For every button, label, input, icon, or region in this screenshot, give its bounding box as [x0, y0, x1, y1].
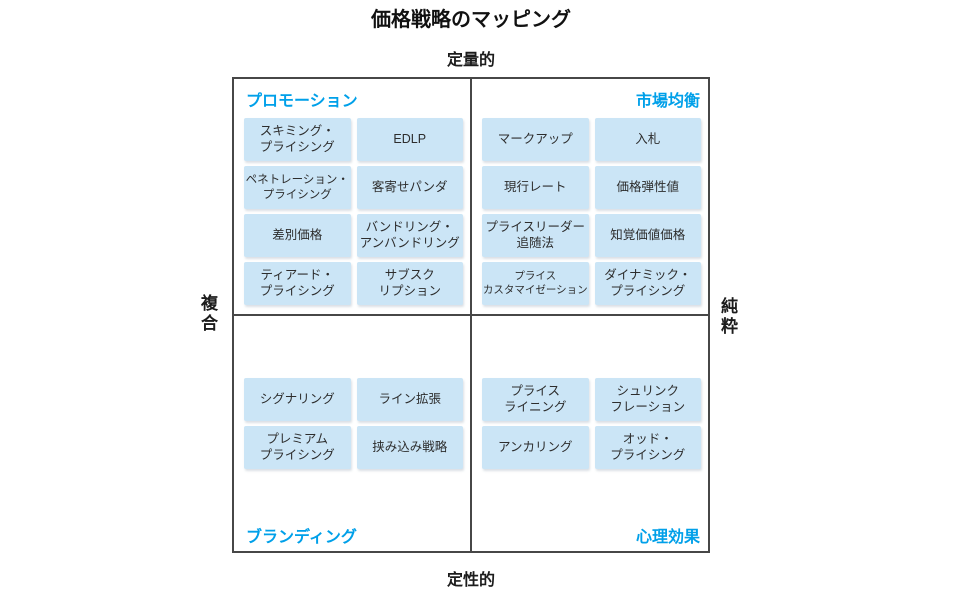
strategy-cell: ダイナミック・ プライシング	[594, 262, 701, 305]
strategy-cell: 知覚価値価格	[594, 214, 701, 257]
axis-label-bottom: 定性的	[446, 572, 495, 589]
quadrant-label-psychological-effect: 心理効果	[635, 529, 700, 546]
strategy-cell: サブスク リプション	[356, 262, 463, 305]
strategy-cell: プライスリーダー 追随法	[482, 214, 589, 257]
strategy-cell: アンカリング	[482, 426, 589, 469]
strategy-cell: オッド・ プライシング	[594, 426, 701, 469]
strategy-cell: 差別価格	[244, 214, 351, 257]
strategy-grid: プライス ライニング シュリンク フレーション アンカリング オッド・ プライシ…	[482, 378, 701, 469]
strategy-cell: ティアード・ プライシング	[244, 262, 351, 305]
axis-label-left: 複合	[198, 294, 217, 334]
strategy-cell: 現行レート	[482, 166, 589, 209]
strategy-cell: スキミング・ プライシング	[244, 118, 351, 161]
strategy-cell: 価格弾性値	[594, 166, 701, 209]
diagram-title: 価格戦略のマッピング	[371, 9, 571, 31]
strategy-cell: プライス カスタマイゼーション	[482, 262, 589, 305]
strategy-grid: シグナリング ライン拡張 プレミアム プライシング 挟み込み戦略	[244, 378, 463, 469]
strategy-cell: プライス ライニング	[482, 378, 589, 421]
strategy-grid: スキミング・ プライシング EDLP ペネトレーション・ プライシング 客寄せパ…	[244, 118, 463, 305]
strategy-cell: 入札	[594, 118, 701, 161]
quadrant-market-equilibrium: 市場均衡 マークアップ 入札 現行レート 価格弾性値 プライスリーダー 追随法 …	[471, 79, 708, 315]
strategy-cell: シグナリング	[244, 378, 351, 421]
strategy-cell: プレミアム プライシング	[244, 426, 351, 469]
strategy-grid: マークアップ 入札 現行レート 価格弾性値 プライスリーダー 追随法 知覚価値価…	[482, 118, 701, 305]
quadrant-psychological-effect: 心理効果 プライス ライニング シュリンク フレーション アンカリング オッド・…	[471, 315, 708, 551]
strategy-cell: ライン拡張	[356, 378, 463, 421]
quadrant-branding: ブランディング シグナリング ライン拡張 プレミアム プライシング 挟み込み戦略	[234, 315, 471, 551]
strategy-cell: ペネトレーション・ プライシング	[244, 166, 351, 209]
quadrant-label-branding: ブランディング	[246, 529, 357, 546]
strategy-cell: バンドリング・ アンバンドリング	[356, 214, 463, 257]
quadrant-promotion: プロモーション スキミング・ プライシング EDLP ペネトレーション・ プライ…	[234, 79, 471, 315]
quadrant-label-market-equilibrium: 市場均衡	[635, 93, 700, 110]
strategy-cell: 挟み込み戦略	[356, 426, 463, 469]
axis-label-top: 定量的	[446, 52, 495, 69]
axis-label-right: 純粋	[718, 297, 737, 337]
strategy-cell: 客寄せパンダ	[356, 166, 463, 209]
strategy-cell: EDLP	[356, 118, 463, 161]
strategy-cell: マークアップ	[482, 118, 589, 161]
quadrant-label-promotion: プロモーション	[246, 93, 358, 110]
strategy-cell: シュリンク フレーション	[594, 378, 701, 421]
quadrant-matrix: プロモーション スキミング・ プライシング EDLP ペネトレーション・ プライ…	[232, 77, 710, 553]
